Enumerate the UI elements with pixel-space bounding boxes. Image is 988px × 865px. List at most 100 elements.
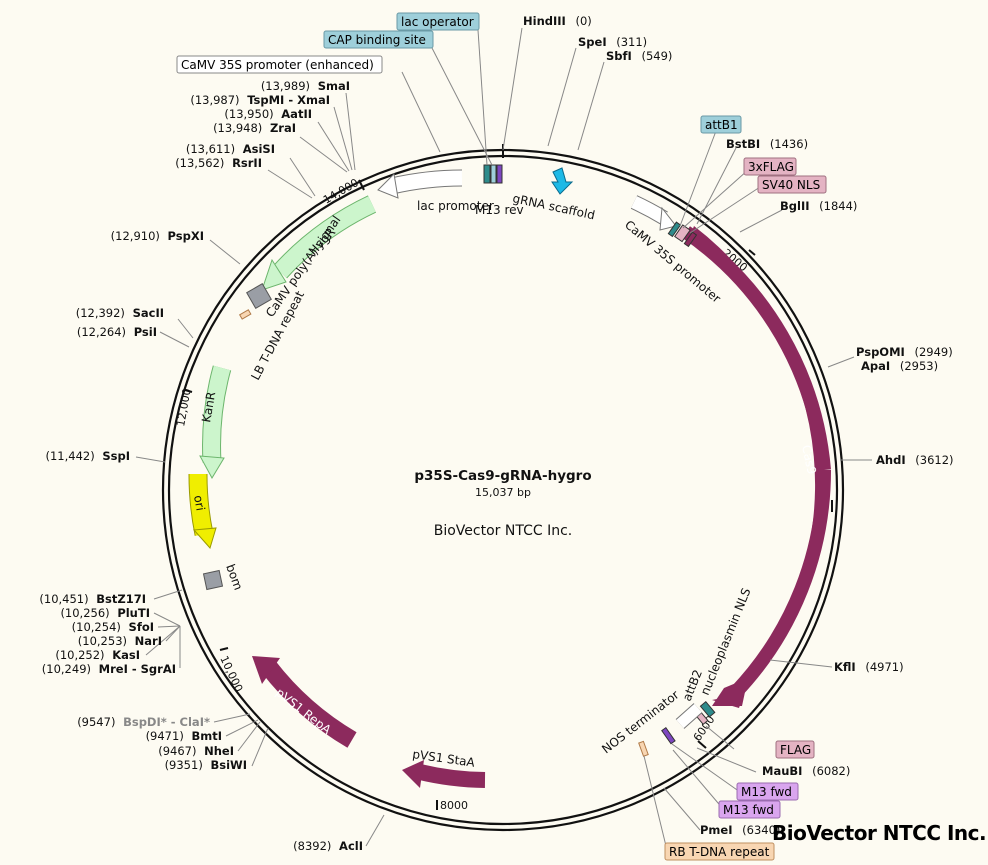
kanr-arrow-head: [199, 455, 225, 480]
lac-promoter-arrow: [390, 170, 463, 194]
boxed-label-bg-5: [757, 175, 827, 194]
kanr-arrow: [203, 365, 231, 463]
site-maubi: MauBI (6082): [762, 764, 850, 778]
plasmid-size: 15,037 bp: [475, 486, 531, 499]
grna-scaffold-label: gRNA scaffold: [511, 191, 596, 222]
lac-operator-feature: [490, 164, 497, 184]
brand-watermark: BioVector NTCC Inc.: [772, 821, 986, 845]
cas9-label: Cas9: [799, 444, 819, 476]
cas9-arrow-bottom: [730, 469, 832, 697]
site-bsiwi: (9351) BsiWI: [165, 758, 247, 772]
boxed-label-bg-9: [664, 842, 775, 861]
site-bglii: BglII (1844): [780, 199, 857, 213]
site-mrei-sgrai: (10,249) MreI - SgrAI: [42, 662, 176, 676]
rb-tdna-feature: [638, 740, 649, 757]
site-bstbi: BstBI (1436): [726, 137, 808, 151]
site-psii: (12,264) PsiI: [77, 325, 157, 339]
pvs1-staa-arrow: [418, 764, 486, 788]
site-aatii: (13,950) AatII: [224, 107, 312, 121]
pvs1-repa-arrow-head: [252, 656, 280, 684]
attb1-feature: [667, 221, 682, 238]
tick-marks: [184, 144, 833, 810]
boxed-label-bg-8: [718, 800, 781, 819]
sv40-nls-feature: [683, 231, 698, 248]
cas9-arrow-top: [682, 226, 831, 471]
bom-feature: [202, 569, 224, 591]
kanr-label: KanR: [199, 391, 218, 424]
boxed-label-bg-3: [700, 115, 742, 134]
site-rsrii: (13,562) RsrII: [175, 156, 262, 170]
hygr-arrow: [273, 196, 376, 278]
flag-box: FLAG: [780, 743, 811, 757]
site-pmei: PmeI (6340): [700, 823, 780, 837]
site-nhei: (9467) NheI: [158, 744, 234, 758]
boxed-label-bg-6: [775, 740, 815, 759]
boxed-label-bg-7: [736, 782, 799, 801]
site-sspi: (11,442) SspI: [45, 449, 130, 463]
site-bmti: (9471) BmtI: [146, 729, 222, 743]
hygr-arrow-head: [261, 258, 287, 291]
m13-fwd-box-2: M13 fwd: [723, 803, 774, 817]
lac-promoter-label: lac promoter: [417, 199, 494, 213]
site-kasi: (10,252) KasI: [55, 648, 140, 662]
rb-tdna-box: RB T-DNA repeat: [669, 845, 770, 859]
cap-binding-box: CAP binding site: [328, 33, 426, 47]
site-hindiii: HindIII (0): [523, 14, 592, 28]
restriction-sites-left: (13,989) SmaI (13,987) TspMI - XmaI (13,…: [39, 79, 363, 853]
nos-terminator-feature: [676, 703, 702, 729]
boxed-label-bg-2: [176, 55, 383, 74]
leader-lines: [135, 27, 872, 847]
pvs1-staa-arrow-head: [402, 760, 424, 788]
camv-enhanced-box: CaMV 35S promoter (enhanced): [181, 58, 374, 72]
site-sacii: (12,392) SacII: [76, 306, 164, 320]
site-apai: ApaI (2953): [861, 359, 938, 373]
m13-fwd-feature: [661, 727, 676, 745]
site-asisi: (13,611) AsiSI: [186, 142, 275, 156]
camv-right-arrow-head: [659, 206, 677, 231]
site-bstz17i: (10,451) BstZ17I: [39, 592, 146, 606]
lac-promoter-arrow-head: [377, 172, 399, 199]
m13-fwd-box-1: M13 fwd: [741, 785, 792, 799]
tick-label-10000: 10,000: [217, 654, 245, 694]
site-pluti: (10,256) PluTI: [60, 606, 150, 620]
bom-label: bom: [223, 562, 245, 592]
tick-label-8000: 8000: [440, 799, 468, 812]
attb1-box: attB1: [705, 118, 738, 132]
camv-right-arrow: [631, 196, 668, 224]
center-company: BioVector NTCC Inc.: [434, 523, 572, 539]
pvs1-repa-arrow: [260, 660, 357, 748]
site-zrai: (13,948) ZraI: [213, 121, 296, 135]
ori-label: ori: [191, 494, 207, 512]
cas9-arrow-head: [712, 678, 748, 706]
site-tspmi-xmai: (13,987) TspMI - XmaI: [190, 93, 330, 107]
attb2-feature: [699, 701, 716, 718]
flag3x-box: 3xFLAG: [748, 160, 794, 174]
grna-scaffold-feature: [551, 167, 574, 195]
m13-rev-feature: [496, 164, 503, 184]
lb-tdna-feature: [238, 309, 252, 320]
sv40-nls-box: SV40 NLS: [762, 178, 820, 192]
site-nari: (10,253) NarI: [78, 634, 162, 648]
boxed-label-bg-1: [323, 30, 434, 49]
site-ahdi: AhdI (3612): [876, 453, 954, 467]
boxed-label-bg-4: [743, 157, 797, 176]
m13-rev-label: M13 rev: [475, 203, 524, 217]
plasmid-name: p35S-Cas9-gRNA-hygro: [414, 468, 591, 484]
cap-binding-feature: [483, 164, 491, 184]
flag3x-feature: [674, 224, 691, 243]
site-pspxi: (12,910) PspXI: [111, 229, 204, 243]
ori-arrow-head: [192, 527, 217, 550]
boxed-labels: lac operator CAP binding site CaMV 35S p…: [176, 12, 827, 861]
site-pspomi: PspOMI (2949): [856, 345, 953, 359]
lac-operator-box: lac operator: [401, 15, 474, 29]
camv-polya-feature: [246, 283, 272, 309]
site-sbfi: SbfI (549): [606, 49, 672, 63]
boxed-label-bg-0: [396, 12, 480, 31]
site-kfli: KflI (4971): [834, 660, 904, 674]
site-bspdi-clai: (9547) BspDI* - ClaI*: [77, 715, 210, 729]
site-smai: (13,989) SmaI: [261, 79, 350, 93]
site-acli: (8392) AclI: [293, 839, 363, 853]
site-spei: SpeI (311): [578, 35, 647, 49]
restriction-sites-right: HindIII (0) SpeI (311) SbfI (549) BstBI …: [523, 14, 954, 837]
